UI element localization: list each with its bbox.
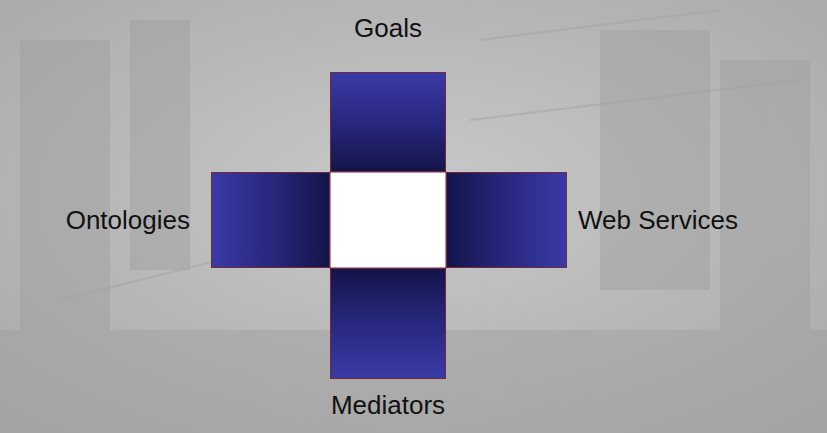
blue-square: Goals: [330, 72, 446, 172]
component-label: Mediators: [331, 390, 445, 420]
component-label: Ontologies: [66, 205, 190, 235]
blue-square: Web Services: [446, 172, 567, 268]
center-square: [330, 172, 446, 268]
blue-square: Mediators: [330, 268, 446, 379]
component-label: Web Services: [578, 205, 738, 235]
component-label: Goals: [354, 13, 422, 43]
blue-square: Ontologies: [211, 172, 330, 268]
